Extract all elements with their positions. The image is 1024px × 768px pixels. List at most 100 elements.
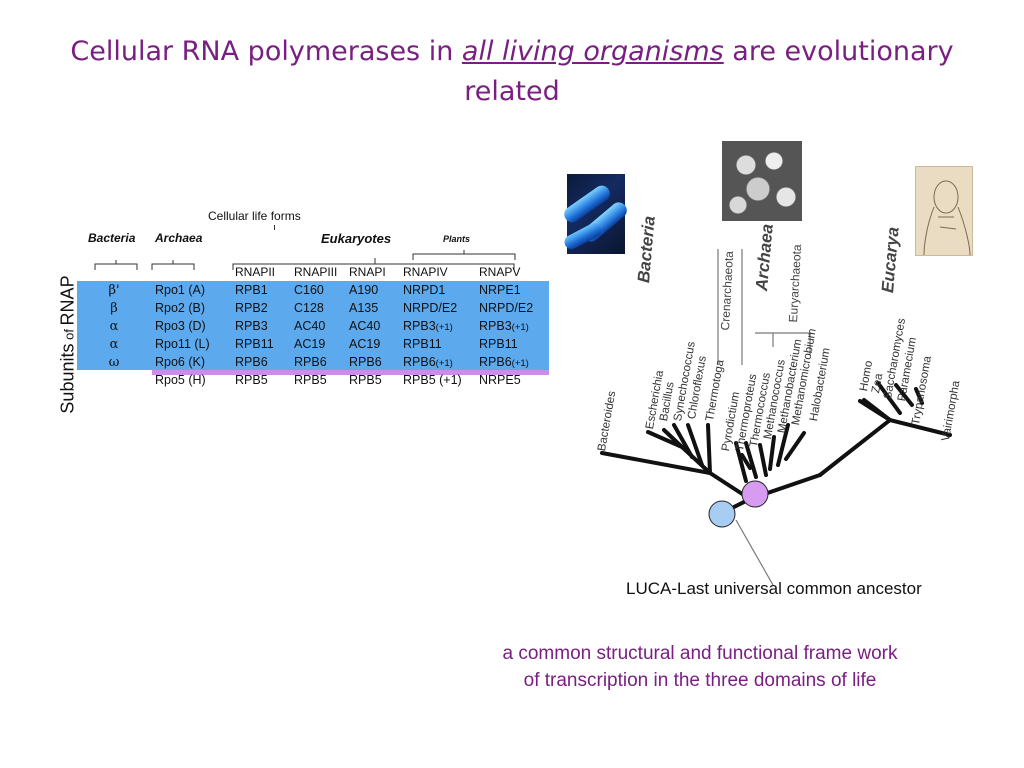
eukaryote-subunit: RPB6: [235, 355, 268, 369]
title-emphasis: all living organisms: [461, 36, 724, 67]
subunit-name: RPB11: [479, 337, 518, 351]
subunit-name: RPB6: [294, 355, 327, 369]
subunit-name: NRPD1: [403, 283, 446, 297]
subunit-name: AC40: [349, 319, 381, 333]
subunit-name: RPB2: [235, 301, 268, 315]
subunit-name: AC40: [294, 319, 326, 333]
eukaryote-subunit: NRPD/E2: [403, 301, 457, 315]
subunit-name: AC19: [349, 337, 381, 351]
eukaryote-subunit: C160: [294, 283, 324, 297]
eukaryote-subunit: RPB2: [235, 301, 268, 315]
eukaryote-subunit: RPB3(+1): [479, 319, 529, 333]
clipped-row-cell: Rpo5 (H): [155, 373, 206, 387]
luca-blue-node: [708, 500, 736, 528]
ylabel-subunits: Subunits: [57, 343, 78, 414]
eukaryote-subunit: A190: [349, 283, 378, 297]
header-plants: Plants: [443, 234, 471, 244]
title-start: Cellular RNA polymerases in: [70, 36, 462, 67]
header-brackets: [94, 250, 516, 270]
eukaryote-subunit: AC19: [349, 337, 380, 351]
bacteria-subunit: α: [109, 337, 119, 352]
bacteria-photo: [561, 174, 631, 254]
subunit-name: RPB3: [403, 319, 436, 333]
header-bacteria: Bacteria: [88, 231, 136, 245]
eukaryote-subunit: RPB6(+1): [403, 355, 453, 369]
eukaryote-subunit: RPB6(+1): [479, 355, 529, 369]
life-forms-tick: [274, 225, 275, 230]
subunit-name: RPB1: [235, 283, 268, 297]
subunit-name: A190: [349, 283, 379, 297]
subunit-name: RPB3: [479, 319, 512, 333]
subunit-suffix: (+1): [511, 322, 529, 333]
slide-title: Cellular RNA polymerases in all living o…: [40, 32, 984, 112]
clipped-row-cell: NRPE5: [479, 373, 521, 387]
column-header: RNAPI: [349, 265, 386, 279]
phylogenetic-tree: [600, 249, 952, 586]
table-body-blue: [77, 281, 549, 370]
column-header: RNAPV: [479, 265, 521, 279]
subunit-name: RPB6: [479, 355, 512, 369]
title-end: are evolutionary related: [464, 36, 954, 107]
column-header: RNAPII: [235, 265, 276, 279]
luca-label: LUCA-Last universal common ancestor: [626, 579, 922, 598]
table-clipped-purple-row: [152, 370, 549, 375]
clipped-row-cell: RPB5: [294, 373, 327, 387]
subunit-suffix: (+1): [435, 358, 453, 369]
column-header: RNAPIII: [294, 265, 338, 279]
subunit-name: NRPE1: [479, 283, 521, 297]
summary-line-2: of transcription in the three domains of…: [523, 670, 877, 691]
archaea-subunit: Rpo6 (K): [155, 355, 206, 369]
archaea-subunit: Rpo1 (A): [155, 283, 206, 297]
subunit-name: RPB11: [235, 337, 274, 351]
bacteria-subunit: β: [110, 301, 118, 316]
eukaryote-subunit: AC40: [294, 319, 325, 333]
subunit-suffix: (+1): [511, 358, 529, 369]
subunit-suffix: (+1): [435, 322, 453, 333]
ylabel-rnap: RNAP: [57, 275, 78, 326]
clipped-row-cell: RPB5 (+1): [403, 373, 462, 387]
eukaryote-subunit: NRPD1: [403, 283, 445, 297]
header-eukaryotes: Eukaryotes: [321, 231, 392, 246]
eukaryote-subunit: C128: [294, 301, 324, 315]
eukaryote-subunit: RPB3: [235, 319, 268, 333]
eukaryote-subunit: RPB3(+1): [403, 319, 453, 333]
subunit-name: NRPD/E2: [403, 301, 458, 315]
archaea-subunit: Rpo3 (D): [155, 319, 206, 333]
eukaryote-subunit: A135: [349, 301, 378, 315]
subunit-name: NRPD/E2: [479, 301, 534, 315]
rnap-subunits-axis-label: Subunits of RNAP: [58, 245, 79, 445]
human-anatomy-sketch: [915, 166, 973, 256]
subunit-name: RPB6: [403, 355, 436, 369]
subunit-name: RPB6: [235, 355, 268, 369]
clipped-row-cell: RPB5: [349, 373, 382, 387]
clipped-row-cell: RPB5: [235, 373, 268, 387]
eukaryote-subunit: NRPE1: [479, 283, 521, 297]
eukaryote-subunit: RPB11: [235, 337, 274, 351]
archaea-eukarya-node: [741, 480, 769, 508]
subunit-name: C128: [294, 301, 324, 315]
summary-note: a common structural and functional frame…: [400, 640, 1000, 694]
eukaryote-subunit: RPB11: [403, 337, 442, 351]
eukaryote-subunit: RPB11: [479, 337, 518, 351]
subunit-name: A135: [349, 301, 379, 315]
subunit-name: RPB6: [349, 355, 382, 369]
subunit-name: C160: [294, 283, 324, 297]
eukaryote-subunit: RPB6: [294, 355, 327, 369]
bacteria-subunit: ω: [108, 355, 120, 370]
bacteria-subunit: α: [109, 319, 119, 334]
subunit-name: AC19: [294, 337, 326, 351]
archaea-micrograph: [722, 141, 802, 221]
header-archaea: Archaea: [155, 231, 203, 245]
eukaryote-subunit: NRPD/E2: [479, 301, 533, 315]
archaea-subunit: Rpo11 (L): [155, 337, 210, 351]
eukaryote-subunit: RPB1: [235, 283, 268, 297]
eukaryote-subunit: AC40: [349, 319, 380, 333]
ylabel-of: of: [61, 325, 77, 344]
bacteria-subunit: β': [108, 283, 120, 298]
subunit-name: RPB3: [235, 319, 268, 333]
table-rows: β' Rpo1 (A) RPB1 C160 A190 NRPD1 NRPE1 β Rpo2 (B…: [77, 281, 549, 387]
archaea-subunit: Rpo2 (B): [155, 301, 206, 315]
rnap-subunit-table: Cellular life forms Bacteria Archaea Euk…: [77, 204, 549, 387]
eukaryote-subunit: AC19: [294, 337, 325, 351]
